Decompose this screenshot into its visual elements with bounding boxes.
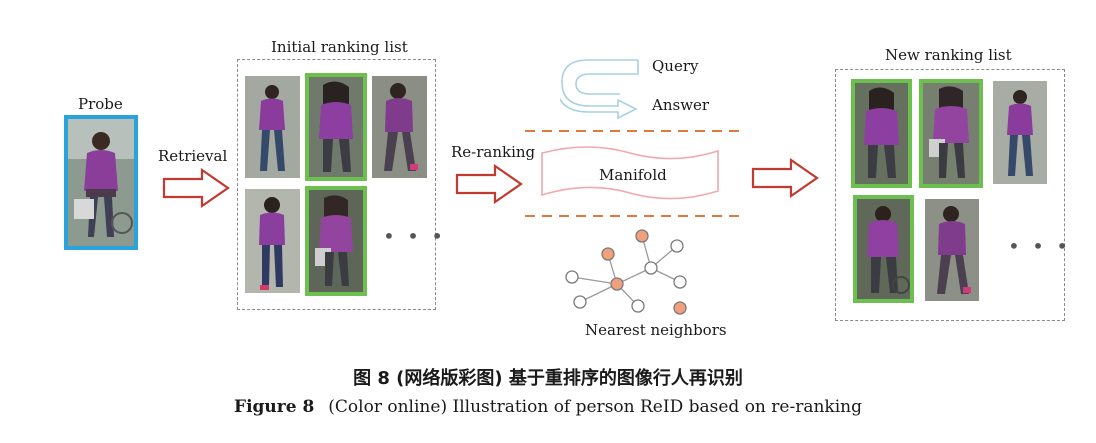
neighbor-node (631, 299, 645, 313)
new-list-box (835, 69, 1065, 321)
manifold-label: Manifold (599, 166, 667, 184)
new-list-item-correct (851, 79, 912, 188)
new-list-title: New ranking list (885, 46, 1012, 64)
reranking-arrow-icon (455, 164, 523, 204)
neighbor-node (673, 301, 687, 315)
initial-list-item (372, 76, 427, 178)
neighbor-node (565, 270, 579, 284)
initial-list-item-correct (305, 73, 367, 181)
reranking-label: Re-ranking (451, 143, 536, 161)
output-arrow-icon (751, 158, 819, 198)
new-list-ellipsis: • • • (1008, 234, 1072, 258)
query-answer-loop-icon (560, 59, 639, 120)
initial-list-item (245, 76, 300, 178)
caption-english: Figure 8 (Color online) Illustration of p… (0, 397, 1096, 417)
neighbor-node (644, 261, 658, 275)
probe-image (64, 115, 138, 250)
initial-list-item (245, 189, 300, 293)
new-list-item-correct (919, 79, 983, 188)
nearest-neighbors-label: Nearest neighbors (585, 321, 727, 339)
manifold-shape (541, 146, 719, 200)
caption-figure-label: Figure 8 (234, 397, 315, 417)
retrieval-arrow-icon (162, 168, 230, 208)
caption-chinese: 图 8 (网络版彩图) 基于重排序的图像行人再识别 (353, 368, 743, 389)
neighbor-node (670, 239, 684, 253)
neighbor-node (573, 295, 587, 309)
neighbor-node (673, 275, 687, 289)
neighbor-node (601, 247, 615, 261)
answer-label: Answer (652, 96, 710, 114)
neighbor-node (635, 229, 649, 243)
new-list-item (993, 81, 1047, 184)
initial-list-item-correct (305, 186, 367, 296)
initial-list-box (237, 59, 436, 310)
new-list-item-correct (853, 195, 914, 303)
query-label: Query (652, 57, 699, 75)
new-list-item (925, 199, 979, 301)
separator-bottom (525, 215, 745, 217)
caption-figure-text: (Color online) Illustration of person Re… (328, 397, 862, 417)
probe-label: Probe (78, 95, 123, 113)
neighbor-node (610, 277, 624, 291)
initial-list-title: Initial ranking list (271, 38, 408, 56)
retrieval-label: Retrieval (158, 147, 228, 165)
separator-top (525, 130, 745, 132)
nearest-neighbors-graph (565, 229, 687, 315)
initial-list-ellipsis: • • • (383, 224, 447, 248)
